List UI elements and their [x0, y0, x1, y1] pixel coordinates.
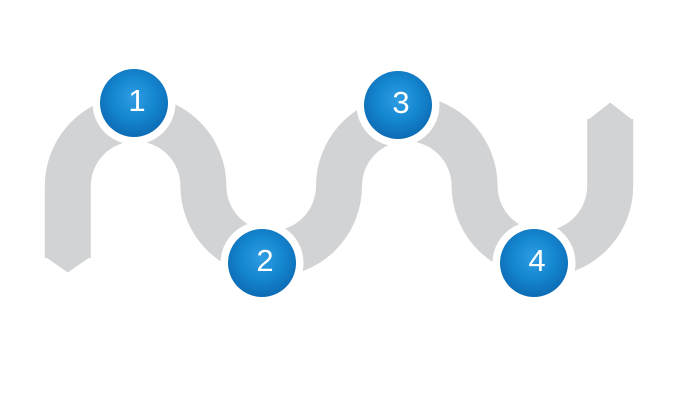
step-node-circle	[364, 71, 432, 139]
path-start-point-icon	[44, 256, 91, 273]
step-node-2: 2	[220, 221, 304, 305]
step-node-1: 1	[92, 61, 176, 145]
step-node-label: 1	[128, 83, 145, 118]
step-node-3: 3	[356, 63, 440, 147]
step-node-circle	[500, 229, 568, 297]
step-node-circle	[228, 229, 296, 297]
step-node-label: 3	[392, 85, 409, 120]
step-node-4: 4	[492, 221, 576, 305]
step-node-circle	[100, 69, 168, 137]
path-end-point-icon	[587, 102, 634, 121]
step-node-label: 2	[256, 243, 273, 278]
step-node-label: 4	[528, 243, 545, 278]
